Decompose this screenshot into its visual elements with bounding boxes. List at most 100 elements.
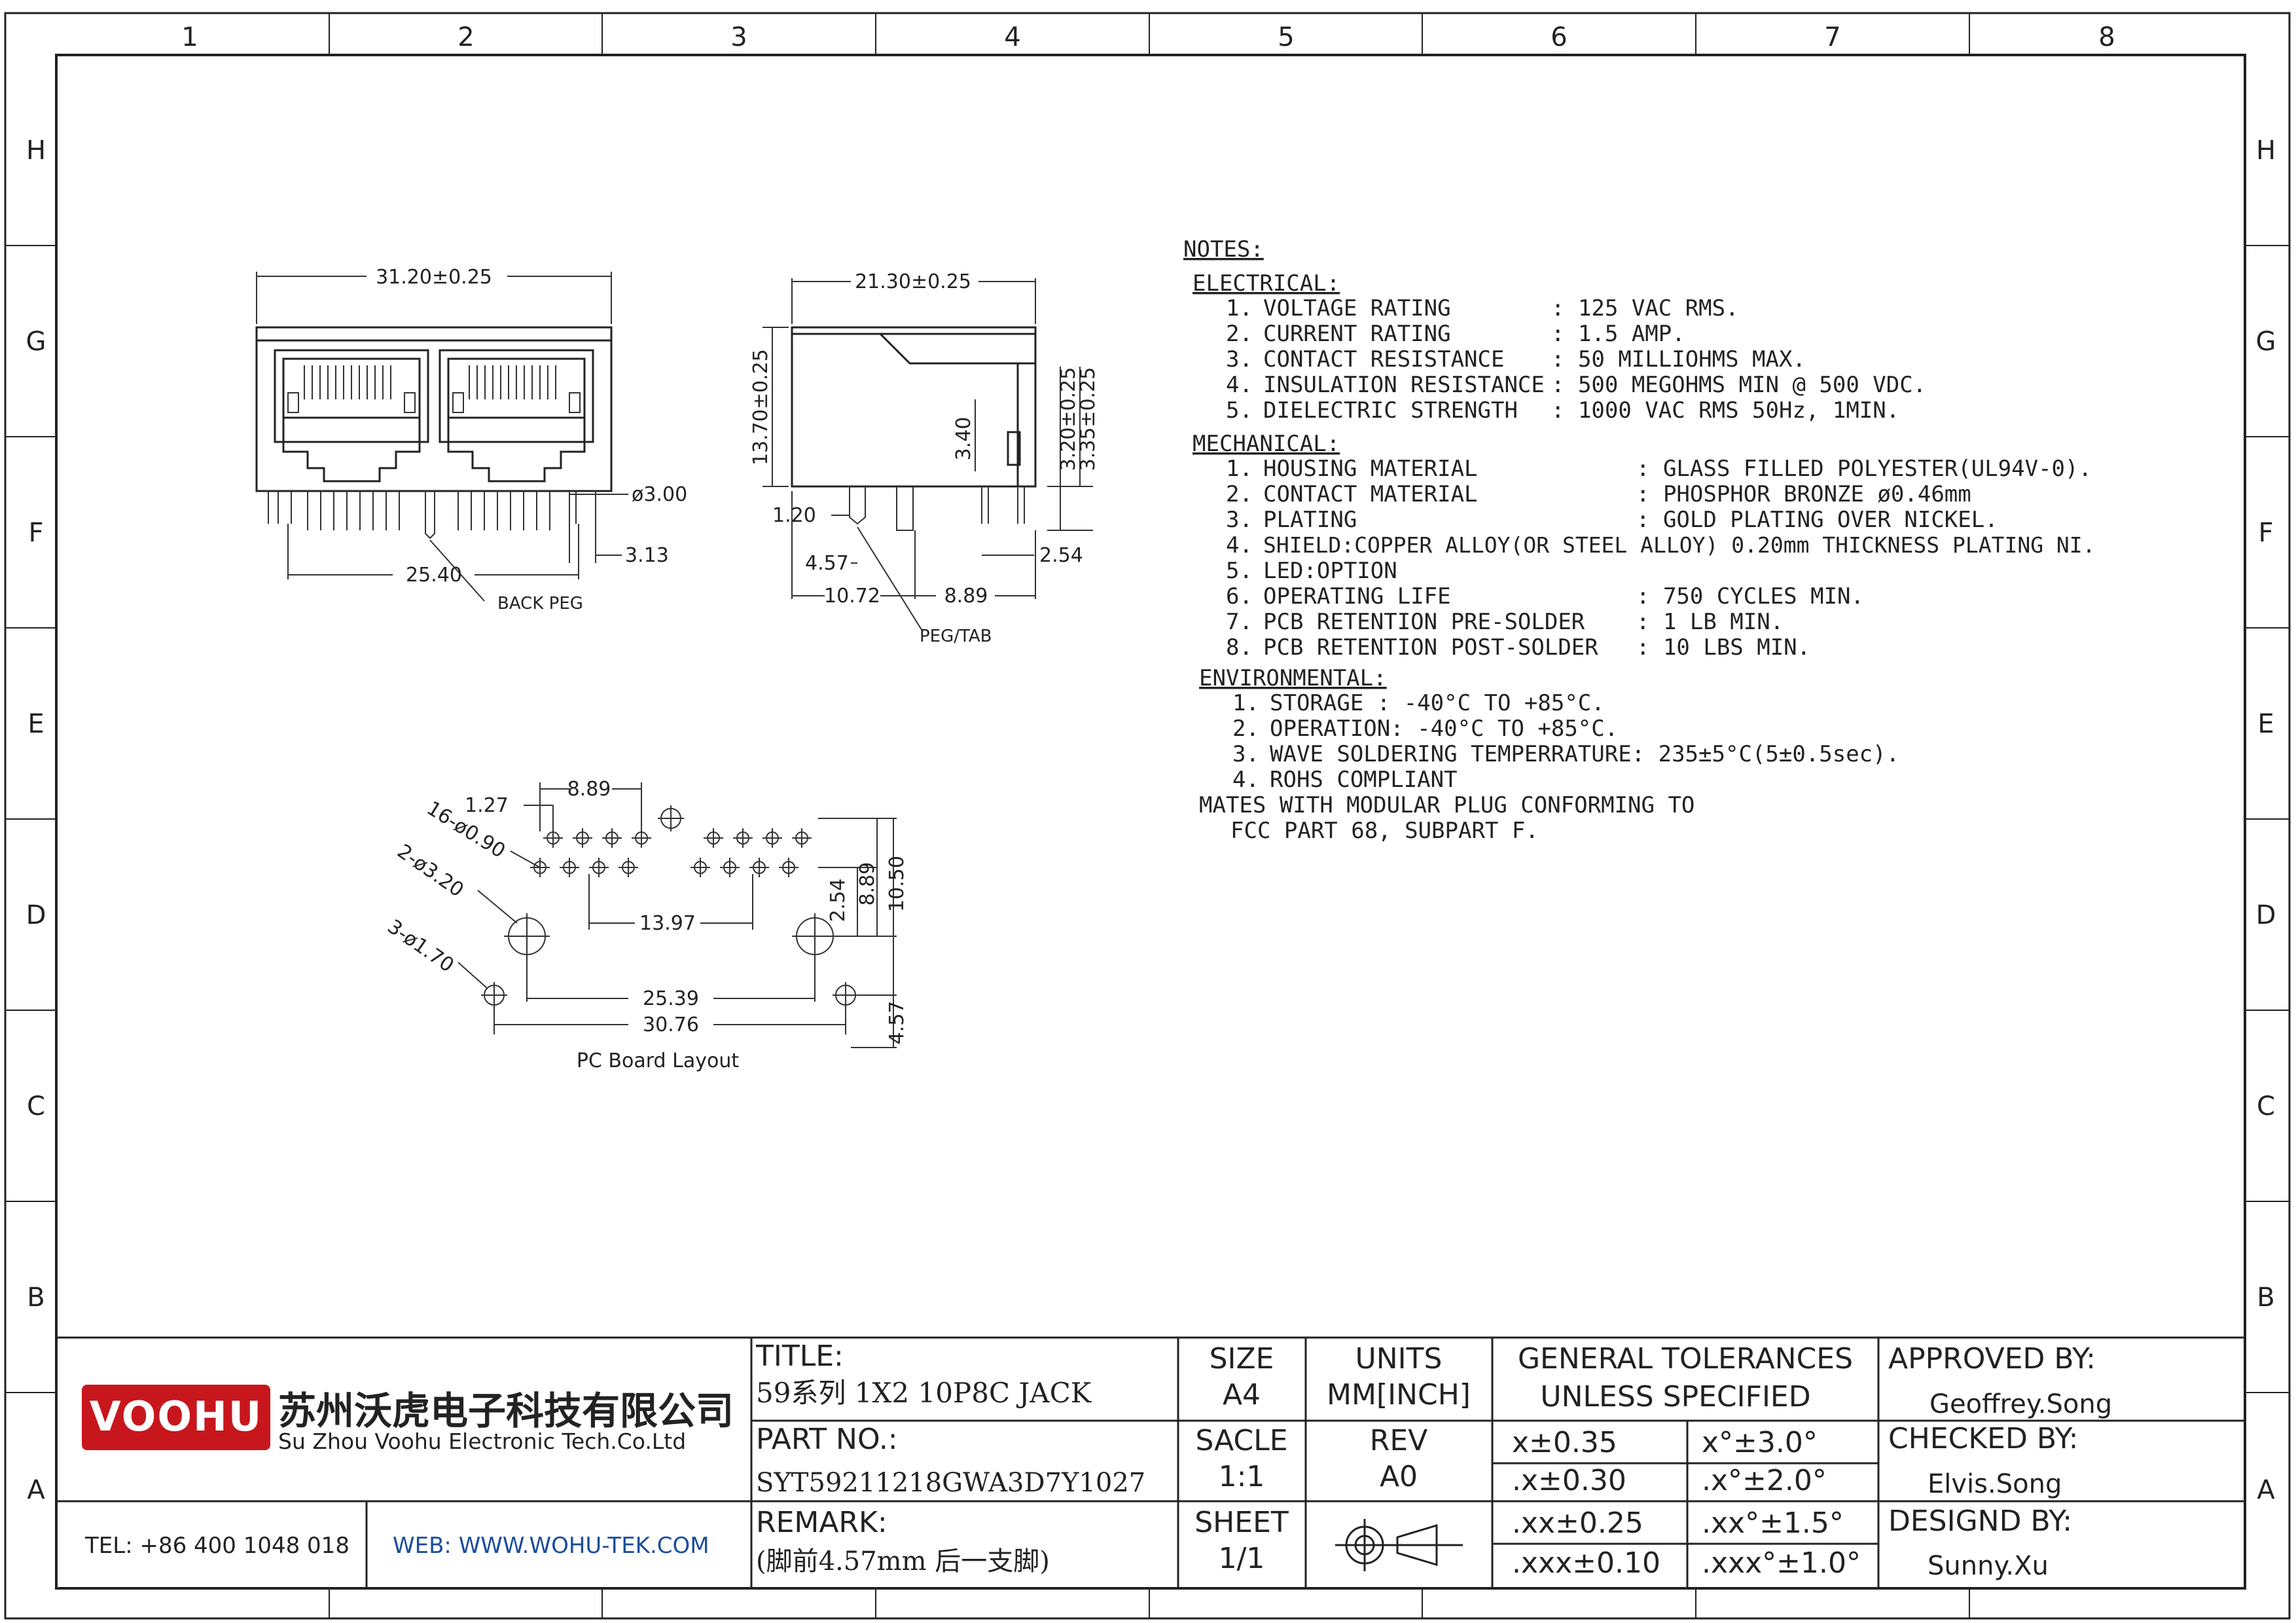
note-number: 2. bbox=[1226, 481, 1253, 507]
pcb-dim-254: 2.54 bbox=[827, 879, 850, 922]
note-value: : 500 MEGOHMS MIN @ 500 VDC. bbox=[1551, 372, 1926, 398]
note-value: : PHOSPHOR BRONZE ø0.46mm bbox=[1636, 481, 1971, 507]
side-dim-254: 2.54 bbox=[1039, 544, 1083, 567]
note-label: PLATING bbox=[1263, 507, 1357, 533]
title-block: VOOHU 苏州沃虎电子科技有限公司 Su Zhou Voohu Electro… bbox=[56, 1336, 2245, 1588]
note-value: : GLASS FILLED POLYESTER(UL94V-0). bbox=[1636, 456, 2092, 482]
note-label: OPERATING LIFE bbox=[1263, 583, 1451, 610]
tel-text: TEL: +86 400 1048 018 bbox=[84, 1533, 350, 1559]
web-link[interactable]: WEB: WWW.WOHU-TEK.COM bbox=[393, 1533, 709, 1559]
note-number: 8. bbox=[1226, 634, 1253, 661]
side-view: 21.30±0.25 13.70±0.25 3.40 3.20±0.25 3.3… bbox=[749, 270, 1100, 646]
remark-label: REMARK: bbox=[756, 1506, 888, 1539]
front-width-dimension: 31.20±0.25 bbox=[376, 266, 492, 289]
grid-col-label: 8 bbox=[2098, 22, 2115, 52]
side-dim-340: 3.40 bbox=[952, 417, 975, 461]
checked-by-value: Elvis.Song bbox=[1928, 1469, 2062, 1499]
electrical-list: 1. VOLTAGE RATING : 125 VAC RMS. 2. CURR… bbox=[1226, 295, 1926, 424]
tolerance-angular: .xxx°±1.0° bbox=[1702, 1546, 1861, 1580]
grid-col-label: 3 bbox=[730, 22, 747, 52]
side-dim-335: 3.35±0.25 bbox=[1077, 367, 1100, 471]
note-value: : 750 CYCLES MIN. bbox=[1636, 583, 1864, 610]
side-width-dimension: 21.30±0.25 bbox=[855, 270, 971, 293]
pcb-dim-1397: 13.97 bbox=[639, 912, 696, 935]
sheet-label: SHEET bbox=[1194, 1506, 1289, 1539]
side-dim-320: 3.20±0.25 bbox=[1057, 367, 1080, 471]
tolerance-subheading: UNLESS SPECIFIED bbox=[1540, 1380, 1810, 1413]
front-offset-dimension: 3.13 bbox=[625, 544, 669, 567]
note-label: INSULATION RESISTANCE bbox=[1263, 372, 1545, 398]
pcb-dim-127: 1.27 bbox=[465, 794, 509, 817]
note-number: 1. bbox=[1232, 690, 1259, 716]
part-number-label: PART NO.: bbox=[756, 1423, 898, 1456]
note-value: : 50 MILLIOHMS MAX. bbox=[1551, 346, 1806, 373]
front-diameter-dimension: ø3.00 bbox=[632, 483, 687, 506]
electrical-heading: ELECTRICAL: bbox=[1193, 270, 1340, 297]
note-number: 3. bbox=[1226, 507, 1253, 533]
note-label: PCB RETENTION PRE-SOLDER bbox=[1263, 609, 1585, 635]
grid-row-label: F bbox=[2258, 518, 2273, 548]
approved-by-label: APPROVED BY: bbox=[1888, 1342, 2096, 1376]
note-number: 2. bbox=[1226, 321, 1253, 347]
grid-row-label: D bbox=[2256, 900, 2276, 930]
pcb-holes-3: 3-ø1.70 bbox=[383, 915, 457, 977]
note-number: 7. bbox=[1226, 609, 1253, 635]
peg-tab-label: PEG/TAB bbox=[920, 627, 992, 646]
tolerance-linear: .xx±0.25 bbox=[1512, 1506, 1643, 1540]
side-dim-120: 1.20 bbox=[772, 504, 816, 527]
note-text: ROHS COMPLIANT bbox=[1270, 767, 1458, 793]
environmental-heading: ENVIRONMENTAL: bbox=[1199, 665, 1387, 691]
grid-row-label: H bbox=[2256, 136, 2276, 166]
tolerance-linear: x±0.35 bbox=[1512, 1426, 1617, 1459]
approved-by-value: Geoffrey.Song bbox=[1929, 1389, 2112, 1419]
part-number-value: SYT59211218GWA3D7Y1027 bbox=[756, 1468, 1145, 1498]
grid-row-label: C bbox=[27, 1091, 45, 1122]
company-name-cn: 苏州沃虎电子科技有限公司 bbox=[278, 1389, 734, 1433]
sheet-value: 1/1 bbox=[1219, 1542, 1265, 1575]
grid-row-label: G bbox=[26, 327, 46, 357]
grid-col-label: 7 bbox=[1824, 22, 1840, 52]
grid-row-label: E bbox=[27, 709, 44, 739]
note-value: : 1.5 AMP. bbox=[1551, 321, 1685, 347]
grid-row-label: F bbox=[28, 518, 43, 548]
note-number: 1. bbox=[1226, 456, 1253, 482]
logo-text: VOOHU bbox=[90, 1393, 263, 1440]
grid-row-label: H bbox=[26, 136, 46, 166]
grid-col-label: 4 bbox=[1004, 22, 1020, 52]
pcb-dim-889: 8.89 bbox=[856, 862, 879, 906]
note-value: : 1000 VAC RMS 50Hz, 1MIN. bbox=[1551, 397, 1899, 424]
note-label: CONTACT RESISTANCE bbox=[1263, 346, 1504, 373]
units-label: UNITS bbox=[1355, 1342, 1443, 1376]
note-number: 4. bbox=[1226, 532, 1253, 558]
mates-line-1: MATES WITH MODULAR PLUG CONFORMING TO bbox=[1199, 792, 1695, 818]
note-label: VOLTAGE RATING bbox=[1263, 295, 1451, 321]
note-number: 5. bbox=[1226, 558, 1253, 584]
grid-col-label: 6 bbox=[1551, 22, 1567, 52]
note-text: OPERATION: -40°C TO +85°C. bbox=[1270, 716, 1618, 742]
pcb-layout: 8.89 1.27 16-ø0.90 2-ø3.20 3-ø1.70 13.97… bbox=[383, 778, 908, 1072]
note-number: 6. bbox=[1226, 583, 1253, 610]
rev-label: REV bbox=[1370, 1424, 1427, 1457]
note-label: DIELECTRIC STRENGTH bbox=[1263, 397, 1518, 424]
tolerance-angular: .x°±2.0° bbox=[1702, 1464, 1827, 1497]
note-label: CURRENT RATING bbox=[1263, 321, 1451, 347]
mates-line-2: FCC PART 68, SUBPART F. bbox=[1230, 818, 1539, 844]
note-number: 2. bbox=[1232, 716, 1259, 742]
mechanical-list: 1. HOUSING MATERIAL : GLASS FILLED POLYE… bbox=[1226, 456, 2096, 661]
title-value: 59系列 1X2 10P8C JACK bbox=[756, 1377, 1092, 1409]
note-value: : 1 LB MIN. bbox=[1636, 609, 1784, 635]
remark-value: (脚前4.57mm 后一支脚) bbox=[756, 1546, 1050, 1577]
grid-row-label: B bbox=[27, 1283, 45, 1313]
title-label: TITLE: bbox=[755, 1340, 844, 1373]
pcb-dim-457: 4.57 bbox=[886, 1001, 908, 1045]
grid-row-label: G bbox=[2256, 327, 2276, 357]
note-label: LED:OPTION bbox=[1263, 558, 1397, 584]
note-value: : 125 VAC RMS. bbox=[1551, 295, 1739, 321]
side-dim-1072: 10.72 bbox=[824, 585, 880, 608]
note-text: WAVE SOLDERING TEMPERRATURE: 235±5°C(5±0… bbox=[1270, 741, 1899, 767]
note-number: 3. bbox=[1226, 346, 1253, 373]
company-name-en: Su Zhou Voohu Electronic Tech.Co.Ltd bbox=[278, 1429, 686, 1454]
tolerance-heading: GENERAL TOLERANCES bbox=[1518, 1342, 1853, 1376]
pcb-dim-889-top: 8.89 bbox=[567, 778, 611, 801]
